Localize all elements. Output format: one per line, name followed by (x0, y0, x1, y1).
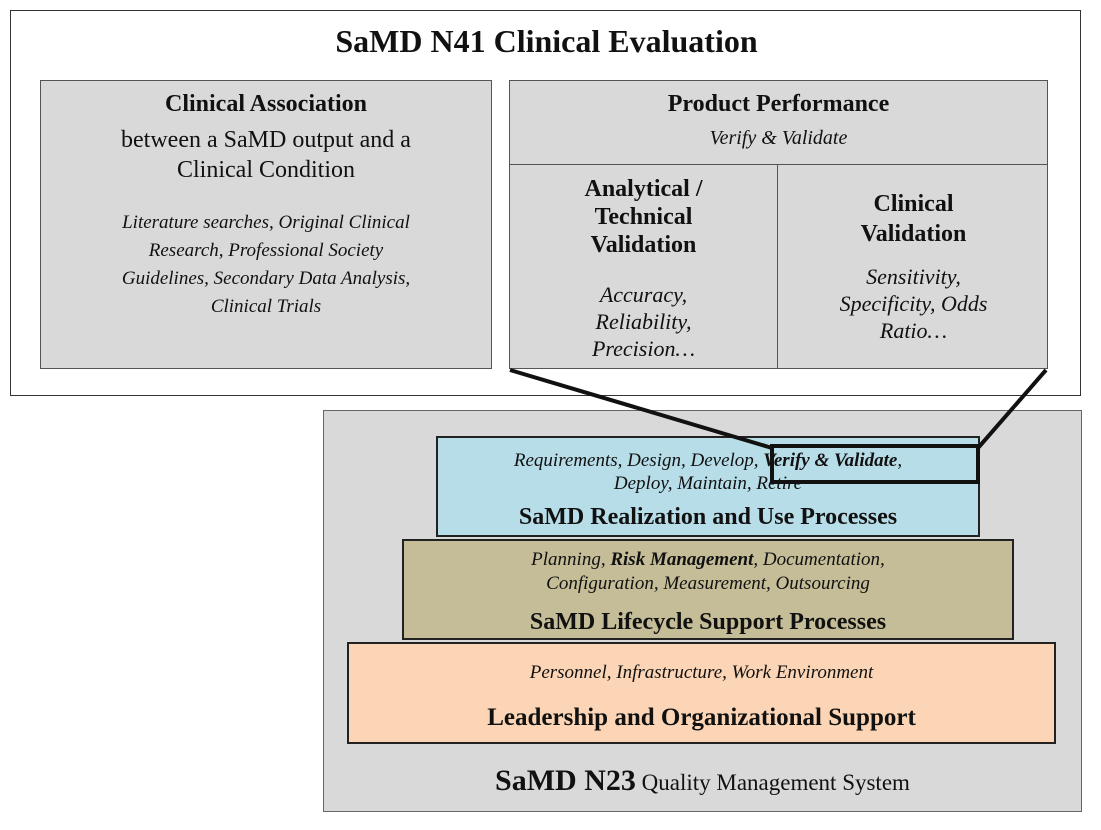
product-performance-box: Product Performance Verify & Validate An… (509, 80, 1048, 369)
item-line: Precision… (591, 336, 696, 361)
clinical-association-methods: Literature searches, Original Clinical R… (41, 209, 491, 321)
n23-caption: SaMD N23 Quality Management System (323, 764, 1082, 798)
verify-validate-highlight: Verify & Validate (763, 450, 898, 471)
leadership-title: Leadership and Organizational Support (487, 704, 916, 731)
heading-line: Validation (860, 221, 967, 247)
lifecycle-title: SaMD Lifecycle Support Processes (529, 609, 887, 635)
item-line: Reliability, (595, 309, 692, 334)
product-performance-subheading: Verify & Validate (709, 127, 848, 149)
clinical-association-line1: between a SaMD output and a (121, 127, 411, 153)
clinical-association-box: Clinical Association between a SaMD outp… (40, 80, 492, 369)
item-line: Specificity, Odds (839, 291, 988, 316)
leadership-items: Personnel, Infrastructure, Work Environm… (529, 662, 874, 683)
lifecycle-items-text: Planning, (531, 549, 611, 570)
analytical-validation-heading: Analytical / Technical Validation (510, 175, 777, 259)
realization-title: SaMD Realization and Use Processes (518, 504, 898, 530)
lifecycle-items-line1: Planning, Risk Management, Documentation… (404, 549, 1012, 571)
realization-steps-text: Requirements, Design, Develop, (513, 450, 764, 471)
realization-steps-text: , (897, 450, 903, 471)
heading-line: Validation (590, 232, 697, 258)
n23-caption-label: SaMD N23 (495, 764, 636, 797)
method-line: Clinical Trials (210, 296, 322, 317)
realization-processes-tier: Requirements, Design, Develop, Verify & … (436, 436, 980, 537)
clinical-association-line2: Clinical Condition (177, 157, 355, 183)
item-line: Ratio… (879, 318, 948, 343)
verify-validate-highlight-box (770, 444, 980, 484)
method-line: Research, Professional Society (148, 240, 384, 261)
connector-line-left (509, 368, 773, 450)
clinical-association-heading: Clinical Association (164, 91, 368, 117)
divider (510, 164, 1047, 165)
clinical-validation-heading: Clinical Validation (778, 189, 1049, 249)
clinical-validation-items: Sensitivity, Specificity, Odds Ratio… (778, 263, 1049, 344)
method-line: Guidelines, Secondary Data Analysis, (121, 268, 411, 289)
lifecycle-items-text: , Documentation, (753, 549, 885, 570)
item-line: Sensitivity, (866, 264, 961, 289)
divider (777, 165, 778, 369)
heading-line: Clinical (873, 191, 954, 217)
realization-steps-line1: Requirements, Design, Develop, Verify & … (438, 450, 978, 472)
connector-line-right (976, 368, 1048, 450)
heading-line: Technical (594, 204, 693, 230)
realization-steps-line2: Deploy, Maintain, Retire (613, 473, 803, 494)
risk-management-highlight: Risk Management (610, 549, 754, 570)
n23-caption-text: Quality Management System (635, 770, 910, 795)
heading-line: Analytical / (584, 176, 703, 202)
leadership-support-tier: Personnel, Infrastructure, Work Environm… (347, 642, 1056, 744)
analytical-validation-items: Accuracy, Reliability, Precision… (510, 281, 777, 362)
lifecycle-items-line2: Configuration, Measurement, Outsourcing (546, 573, 870, 594)
product-performance-heading: Product Performance (667, 91, 890, 117)
n41-title: SaMD N41 Clinical Evaluation (335, 23, 758, 59)
lifecycle-support-tier: Planning, Risk Management, Documentation… (402, 539, 1014, 640)
item-line: Accuracy, (599, 282, 688, 307)
method-line: Literature searches, Original Clinical (122, 212, 410, 233)
